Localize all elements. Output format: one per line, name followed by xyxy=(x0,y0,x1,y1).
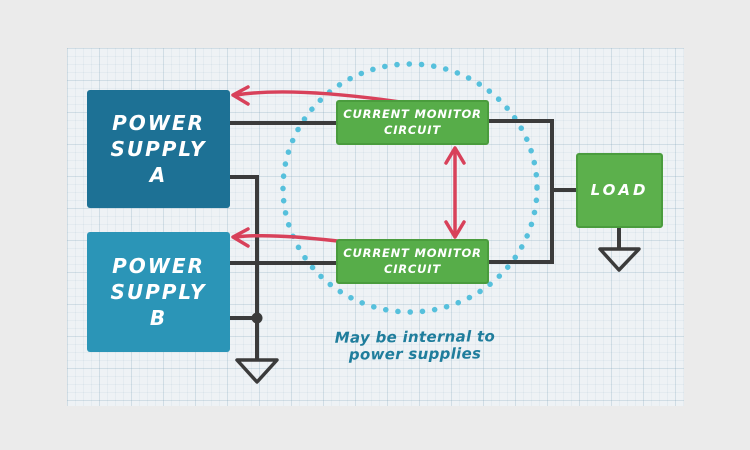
arrowhead-up-icon xyxy=(444,146,466,165)
load-label: LOAD xyxy=(590,180,649,199)
annotation-note: May be internal to power supplies xyxy=(334,327,496,364)
current-monitor-2-label: CURRENT MONITOR CIRCUIT xyxy=(343,245,482,276)
ground-icon xyxy=(235,358,279,384)
current-monitor-1-label: CURRENT MONITOR CIRCUIT xyxy=(343,106,482,137)
wire-psa-to-ground xyxy=(226,175,259,360)
arrowhead-down-icon xyxy=(444,220,466,239)
power-supply-a-label: POWER SUPPLY A xyxy=(110,111,207,187)
junction-dot xyxy=(251,312,263,324)
arrowhead-left-icon xyxy=(231,227,250,248)
arrowhead-left-icon xyxy=(231,85,250,106)
power-supply-b-node: POWER SUPPLY B xyxy=(87,232,230,352)
wire-monitor-right-bus xyxy=(485,119,554,264)
current-monitor-2-node: CURRENT MONITOR CIRCUIT xyxy=(336,239,489,284)
ground-icon xyxy=(598,247,641,272)
internal-boundary-circle-icon xyxy=(280,61,540,315)
load-node: LOAD xyxy=(576,153,663,228)
power-supply-a-node: POWER SUPPLY A xyxy=(87,90,230,208)
current-monitor-1-node: CURRENT MONITOR CIRCUIT xyxy=(336,100,489,145)
power-supply-b-label: POWER SUPPLY B xyxy=(110,254,207,330)
